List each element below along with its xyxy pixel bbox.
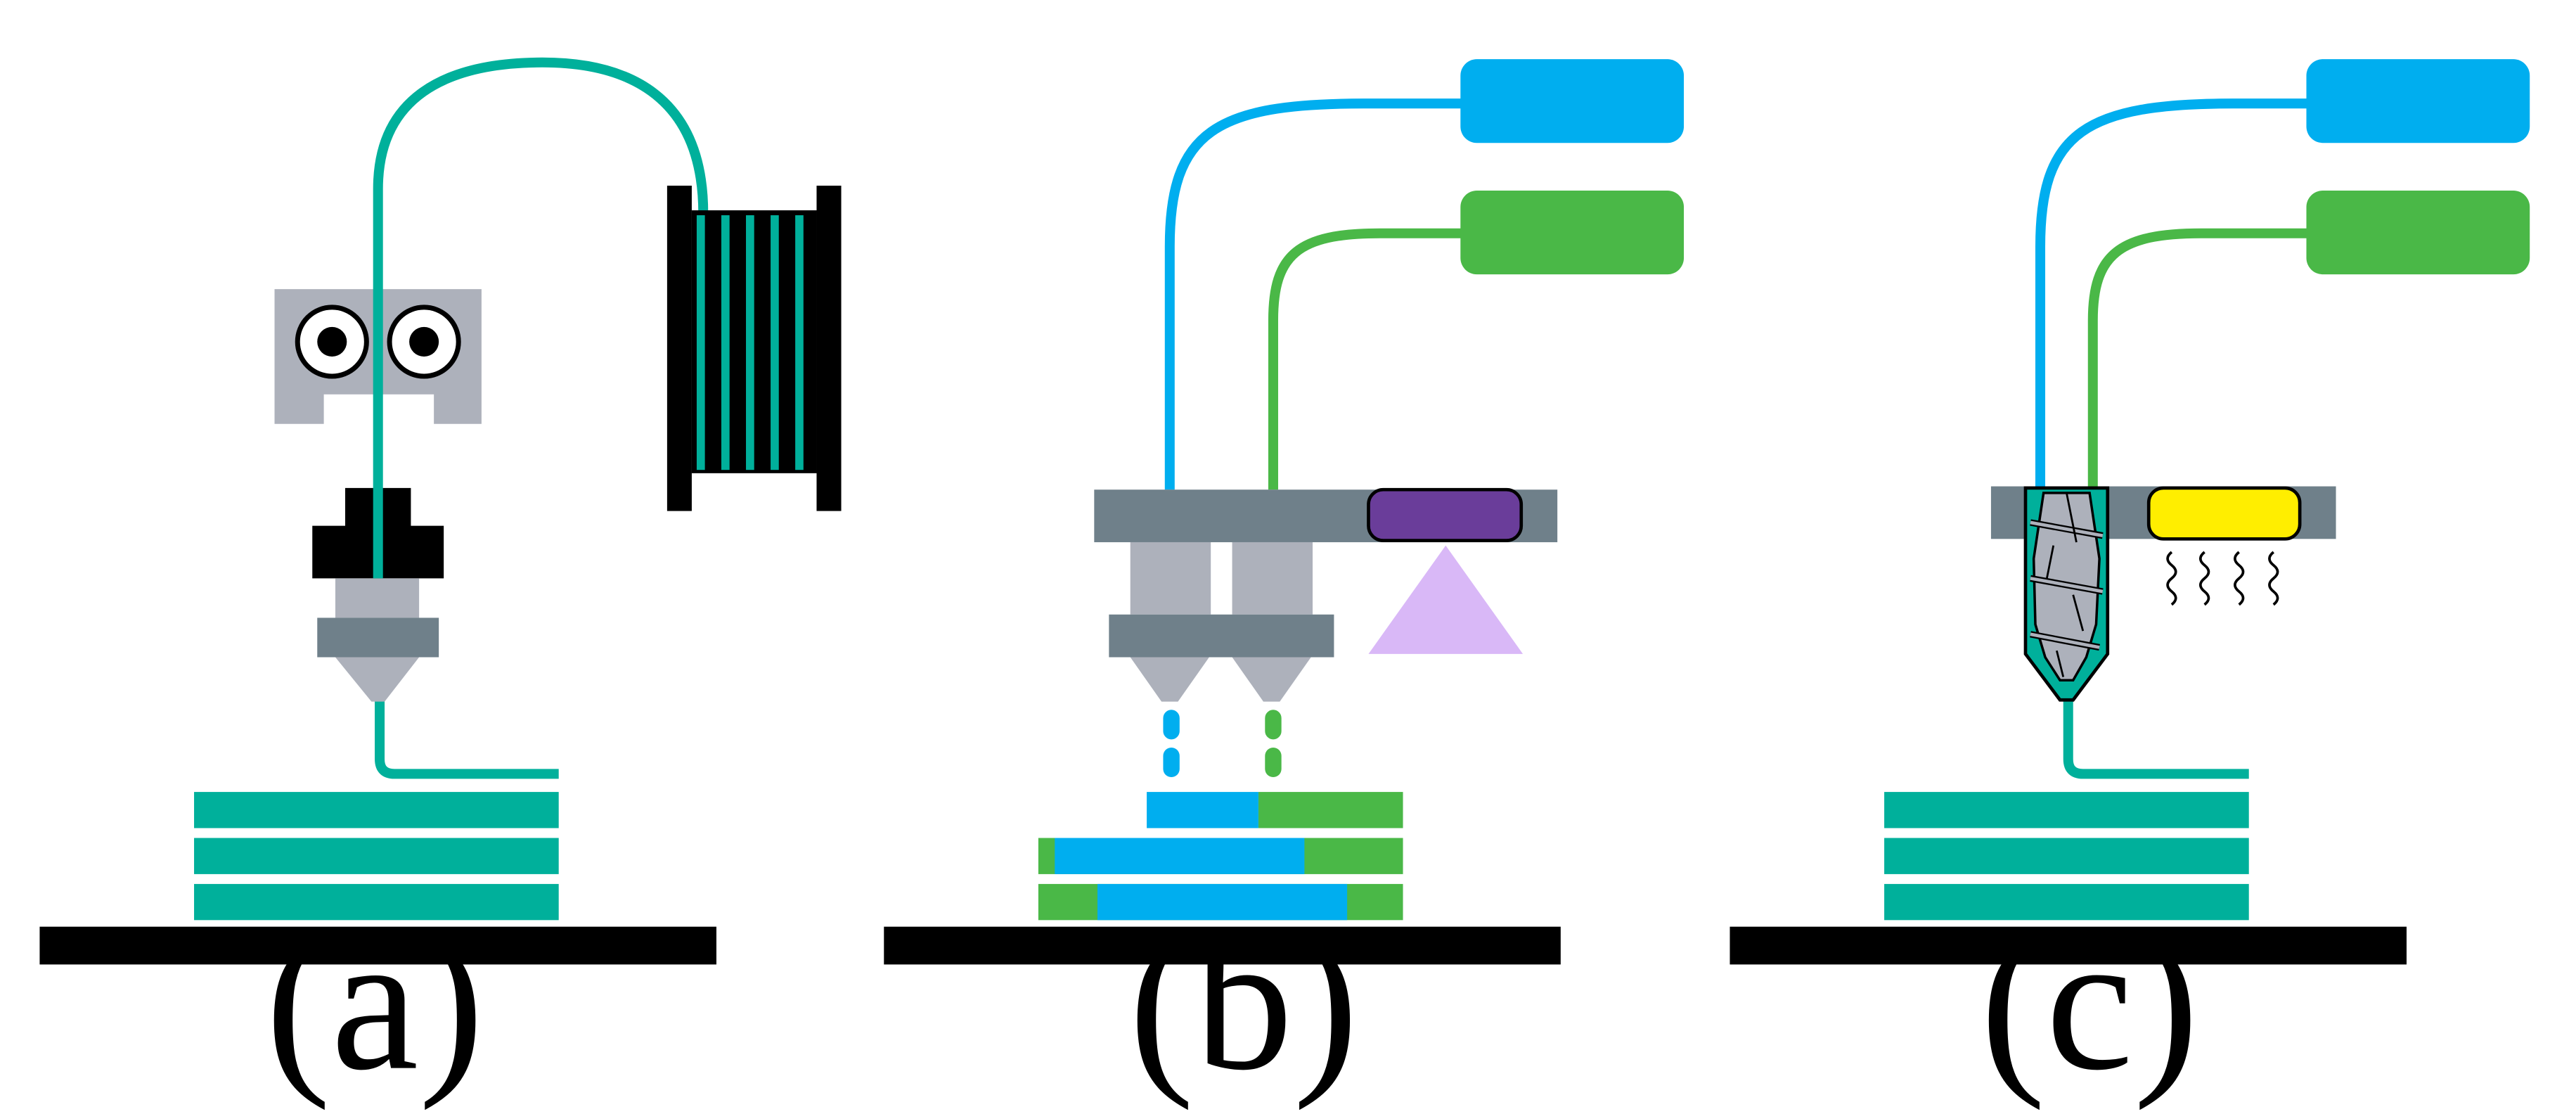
- panel-a: (a): [39, 57, 842, 1111]
- panel-label-c: (c): [1981, 892, 2199, 1111]
- filament-spool: [666, 186, 842, 511]
- printed-layer: [194, 838, 559, 874]
- print-head-column: [1130, 542, 1211, 615]
- drive-gear-icon: [295, 305, 369, 379]
- material-line-green: [2087, 228, 2312, 490]
- jet-nozzle-green: [1232, 657, 1311, 702]
- uv-light-cone: [1368, 545, 1524, 654]
- droplet-green: [1265, 710, 1282, 740]
- material-line-green: [1268, 228, 1466, 490]
- nozzle-throat: [335, 578, 420, 618]
- screw-icon: [2030, 492, 2104, 681]
- printed-layer: [1884, 792, 2249, 828]
- panel-label-a: (a): [265, 892, 484, 1111]
- printed-layer-bottom-blue: [1097, 883, 1348, 921]
- heat-waves-icon: [2166, 551, 2279, 606]
- material-line-blue: [1164, 98, 1466, 490]
- reservoir-green: [1460, 191, 1685, 275]
- heater-block: [317, 617, 439, 658]
- printed-layer: [1884, 883, 2249, 921]
- reservoir-blue: [1460, 59, 1685, 143]
- uv-lamp: [1367, 487, 1524, 542]
- print-head-column: [1232, 542, 1313, 615]
- jet-nozzle-blue: [1130, 657, 1209, 702]
- build-platform: [1730, 926, 2407, 965]
- panel-c: (c): [1730, 59, 2530, 1111]
- filament: [373, 57, 709, 579]
- printed-layer: [194, 792, 559, 828]
- reservoir-green: [2306, 191, 2530, 275]
- material-line-blue: [2035, 98, 2312, 490]
- build-platform: [39, 926, 716, 965]
- heater-lamp: [2146, 486, 2302, 541]
- extruded-bead: [375, 698, 559, 779]
- printed-layer-top-blue: [1147, 792, 1258, 828]
- droplet-blue: [1163, 710, 1180, 740]
- droplet-green: [1265, 748, 1282, 778]
- printed-layer: [194, 883, 559, 921]
- panel-label-b: (b): [1128, 892, 1358, 1111]
- printed-layer-top-green: [1258, 792, 1403, 828]
- build-platform: [884, 926, 1561, 965]
- nozzle: [335, 657, 420, 702]
- droplet-blue: [1163, 748, 1180, 778]
- panel-b: (b): [884, 59, 1685, 1111]
- idler-gear-icon: [387, 305, 461, 379]
- reservoir-blue: [2306, 59, 2530, 143]
- extruded-bead: [2063, 698, 2249, 779]
- printed-layer: [1884, 838, 2249, 874]
- printed-layer-mid-blue: [1055, 838, 1305, 874]
- print-head-plate: [1109, 614, 1334, 658]
